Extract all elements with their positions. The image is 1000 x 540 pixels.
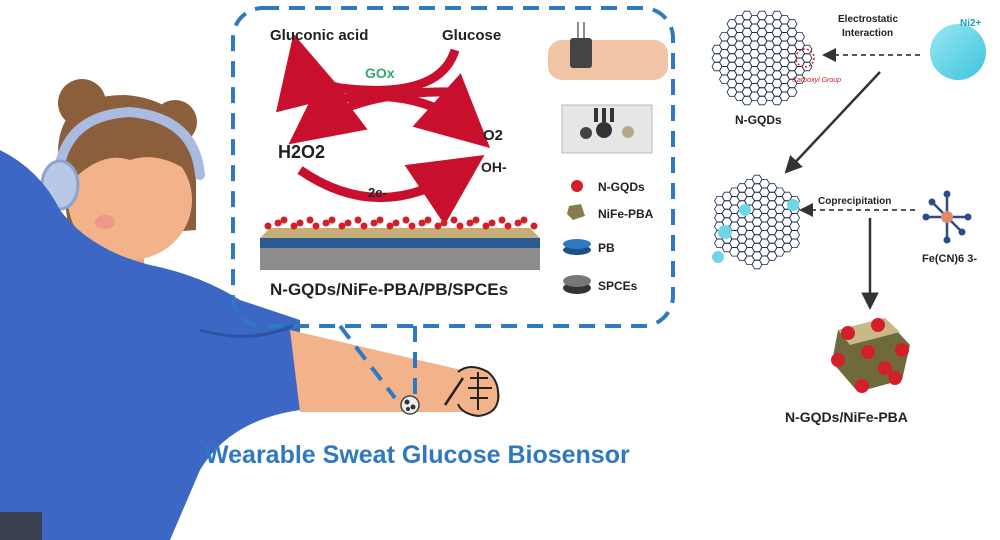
arrow-cross bbox=[288, 72, 456, 145]
gox-label: GOx bbox=[365, 65, 395, 81]
arrow-o2-to-h2o2-top bbox=[329, 73, 491, 149]
legend-item-spces: SPCEs bbox=[563, 275, 638, 294]
legend: N-GQDs NiFe-PBA PB SPCEs bbox=[563, 180, 654, 294]
oh-label: OH- bbox=[481, 159, 507, 175]
ni-ion-label: Ni2+ bbox=[960, 18, 982, 29]
ngqds-label: N-GQDs bbox=[735, 113, 782, 127]
graphene-sheet-middle bbox=[712, 174, 800, 270]
cube-icon bbox=[567, 204, 585, 220]
red-sphere-icon bbox=[571, 180, 583, 192]
glucose-label: Glucose bbox=[442, 27, 501, 44]
electrostatic-label: Electrostatic bbox=[838, 14, 898, 25]
electrode-photo bbox=[561, 104, 653, 154]
electrode-particles bbox=[264, 216, 538, 230]
legend-label: SPCEs bbox=[598, 279, 638, 293]
carboxyl-group-label: Carboxyl Group bbox=[792, 77, 841, 84]
arrow-h2o2-to-oh bbox=[297, 154, 485, 225]
electrode-label: N-GQDs/NiFe-PBA/PB/SPCEs bbox=[270, 280, 508, 299]
graphene-sheet-top bbox=[711, 10, 813, 106]
gluconic-acid-label: Gluconic acid bbox=[270, 27, 368, 44]
diagonal-arrow bbox=[784, 71, 881, 174]
composite-product bbox=[831, 318, 910, 393]
reaction-cycle bbox=[276, 33, 491, 225]
o2-label: O2 bbox=[483, 127, 503, 144]
ni-ion-sphere bbox=[930, 24, 986, 80]
coprecipitation-label: Coprecipitation bbox=[818, 196, 891, 207]
legend-item-pb: PB bbox=[563, 239, 615, 255]
main-title: Wearable Sweat Glucose Biosensor bbox=[205, 441, 630, 469]
callout-box bbox=[231, 6, 675, 400]
product-label: N-GQDs/NiFe-PBA bbox=[785, 409, 908, 425]
h2o2-label: H2O2 bbox=[278, 142, 325, 162]
legend-label: PB bbox=[598, 241, 615, 255]
fecn-label: Fe(CN)6 3- bbox=[922, 253, 977, 265]
legend-item-nifepba: NiFe-PBA bbox=[567, 204, 654, 221]
legend-label: NiFe-PBA bbox=[598, 207, 654, 221]
ferricyanide-molecule bbox=[922, 190, 972, 244]
wrist-device-photo bbox=[548, 22, 668, 80]
person-illustration bbox=[0, 79, 500, 540]
electrode-stack bbox=[260, 216, 540, 270]
legend-label: N-GQDs bbox=[598, 180, 645, 194]
electrons-label: 2e- bbox=[368, 185, 387, 200]
interaction-label: Interaction bbox=[842, 28, 893, 39]
legend-item-ngqds: N-GQDs bbox=[571, 180, 645, 194]
